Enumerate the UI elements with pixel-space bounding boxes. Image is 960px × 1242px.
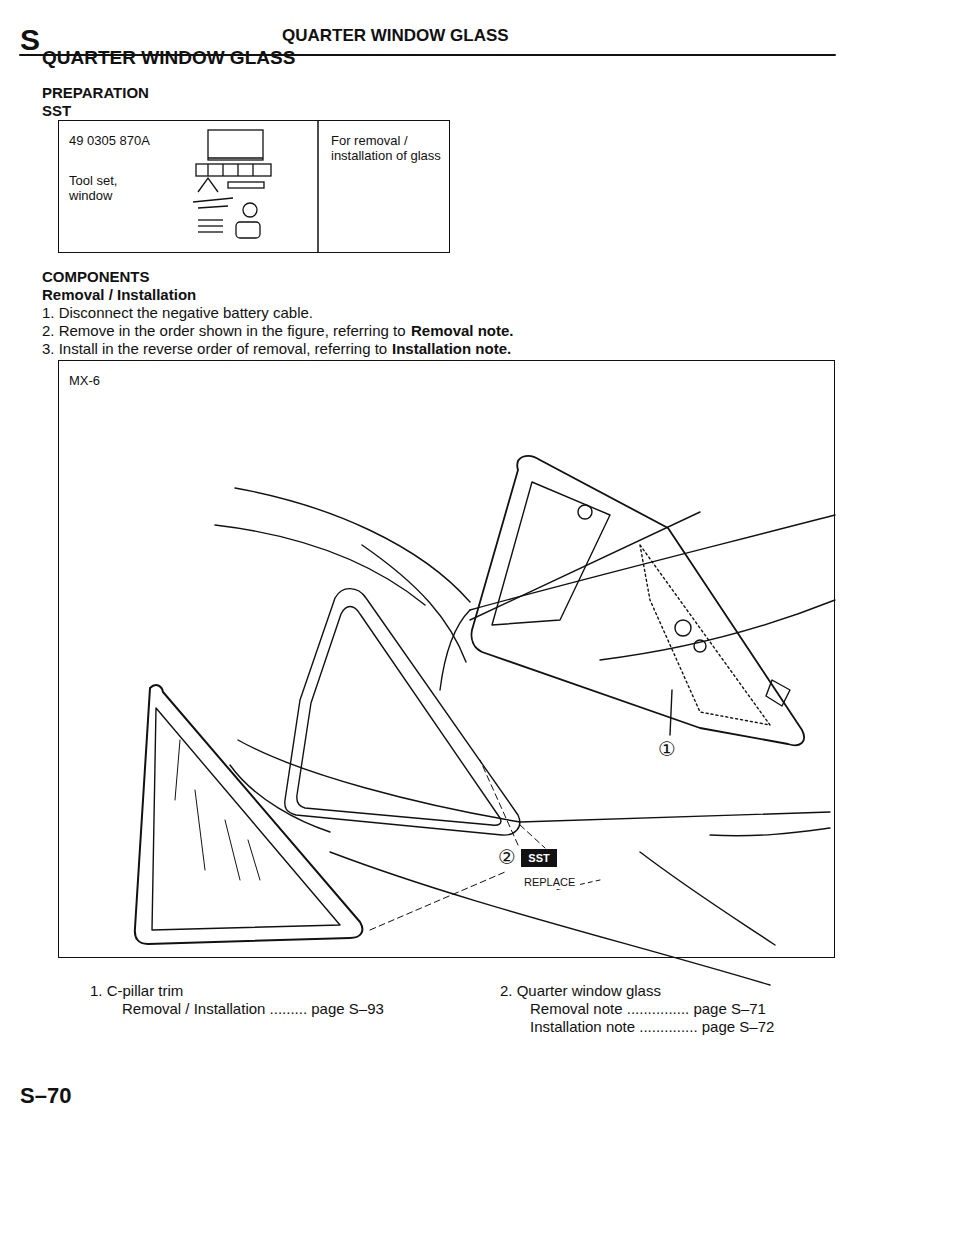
tool-table: 49 0305 870A Tool set, window For removal …: [58, 120, 450, 253]
callout-number: ①: [658, 737, 676, 761]
sub-heading: Removal / Installation: [42, 286, 196, 304]
node-text: Tool set, window: [69, 173, 149, 203]
step-text: 3. Install in the reverse order of remov…: [42, 340, 387, 358]
step-link: Removal note.: [411, 322, 514, 340]
section-heading: SST: [42, 102, 71, 120]
page-title: QUARTER WINDOW GLASS: [42, 46, 295, 70]
node-text: SST: [521, 849, 557, 867]
node-text: MX-6: [69, 373, 269, 388]
page-reference: Removal / Installation ......... page S–…: [122, 1000, 384, 1018]
part-name: 2. Quarter window glass: [500, 982, 661, 1000]
callout-number: ②: [498, 845, 516, 869]
node-text: 49 0305 870A: [69, 133, 179, 148]
page-reference: Installation note .............. page S–…: [530, 1018, 774, 1036]
section-heading: PREPARATION: [42, 84, 149, 102]
step-text: 2. Remove in the order shown in the figu…: [42, 322, 406, 340]
step-text: 1. Disconnect the negative battery cable…: [42, 304, 313, 322]
page-reference: Removal note ............... page S–71: [530, 1000, 766, 1018]
section-heading: COMPONENTS: [42, 268, 150, 286]
section-letter: S: [20, 22, 40, 58]
replace-note: REPLACE: [522, 876, 577, 889]
running-header: QUARTER WINDOW GLASS: [282, 26, 509, 46]
step-link: Installation note.: [392, 340, 511, 358]
node-text: For removal / installation of glass: [331, 133, 443, 163]
page-number: S–70: [20, 1083, 71, 1109]
figure-frame: MX-6SST: [58, 360, 835, 958]
part-name: 1. C-pillar trim: [90, 982, 183, 1000]
sst-badge: SST: [521, 849, 557, 867]
